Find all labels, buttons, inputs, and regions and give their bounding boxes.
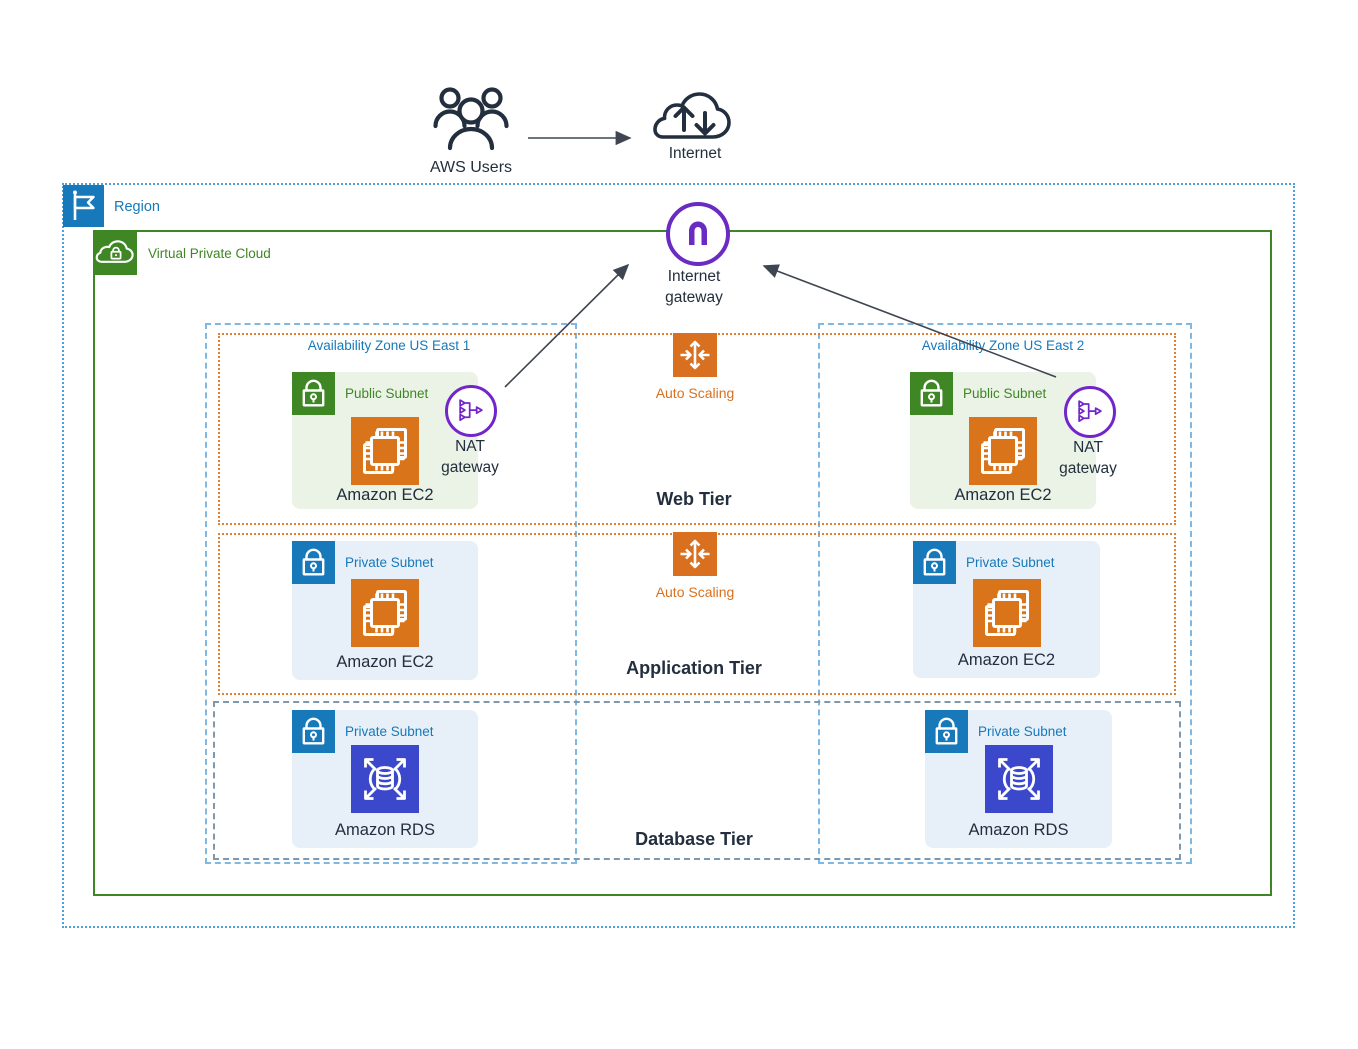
private-subnet-lock-icon (925, 710, 968, 753)
nat-gateway-label: NAT gateway (415, 436, 525, 478)
rds-icon (351, 745, 419, 813)
subnet-title: Private Subnet (966, 555, 1055, 570)
database-tier-label: Database Tier (635, 829, 753, 849)
subnet-title: Public Subnet (345, 386, 429, 401)
nat-gateway-icon (1064, 386, 1116, 438)
public-subnet-lock-icon (292, 372, 335, 415)
public-subnet-lock-icon (910, 372, 953, 415)
nat-gateway-label-line2: gateway (1059, 460, 1117, 477)
service-label: Amazon EC2 (336, 486, 434, 504)
subnet-card-az1-db: Private Subnet Amazon RDS (292, 710, 478, 848)
subnet-card-az2-db: Private Subnet Amazon RDS (925, 710, 1112, 848)
web-tier-label: Web Tier (656, 489, 732, 509)
vpc-label: Virtual Private Cloud (148, 246, 271, 261)
subnet-title: Private Subnet (345, 724, 434, 739)
auto-scaling-label: Auto Scaling (655, 385, 735, 401)
subnet-card-az2-public: Public Subnet Amazon EC2 (910, 372, 1096, 509)
internet-icon (650, 88, 738, 146)
nat-gateway-icon (445, 385, 497, 437)
availability-zone-1-label: Availability Zone US East 1 (307, 338, 471, 353)
ec2-icon (969, 417, 1037, 485)
private-subnet-lock-icon (292, 710, 335, 753)
region-flag-icon (63, 185, 104, 227)
internet-gateway-label-line1: Internet (667, 268, 721, 285)
availability-zone-1-container (205, 323, 577, 864)
region-container (62, 183, 1295, 928)
auto-scaling-label: Auto Scaling (655, 584, 735, 600)
nat-gateway-label-line1: NAT (455, 438, 485, 455)
subnet-title: Public Subnet (963, 386, 1047, 401)
subnet-title: Private Subnet (345, 555, 434, 570)
subnet-title: Private Subnet (978, 724, 1067, 739)
internet-gateway-icon (666, 202, 730, 266)
service-label: Amazon EC2 (957, 651, 1056, 669)
rds-icon (984, 745, 1053, 813)
internet-gateway-label: Internet gateway (634, 266, 754, 308)
nat-gateway-label-line2: gateway (441, 459, 499, 476)
service-label: Amazon EC2 (954, 486, 1052, 504)
internet-label: Internet (668, 145, 722, 162)
subnet-card-az1-public: Public Subnet Amazon EC2 (292, 372, 478, 509)
service-label: Amazon EC2 (336, 653, 434, 671)
region-label: Region (114, 199, 160, 215)
nat-gateway-label: NAT gateway (1033, 437, 1143, 479)
service-label: Amazon RDS (968, 821, 1069, 839)
private-subnet-lock-icon (292, 541, 335, 584)
aws-users-label: AWS Users (429, 159, 513, 176)
auto-scaling-icon (673, 333, 717, 377)
subnet-card-az2-app: Private Subnet Amazon EC2 (913, 541, 1100, 678)
database-tier-container (213, 701, 1181, 860)
internet-gateway-label-line2: gateway (665, 289, 723, 306)
ec2-icon (351, 579, 419, 647)
ec2-icon (972, 579, 1041, 647)
aws-users-icon (433, 84, 509, 154)
service-label: Amazon RDS (335, 821, 435, 839)
application-tier-label: Application Tier (626, 658, 762, 678)
nat-gateway-label-line1: NAT (1073, 439, 1103, 456)
auto-scaling-icon (673, 532, 717, 576)
vpc-cloud-icon (94, 232, 137, 275)
ec2-icon (351, 417, 419, 485)
subnet-card-az1-app: Private Subnet Amazon EC2 (292, 541, 478, 680)
private-subnet-lock-icon (913, 541, 956, 584)
